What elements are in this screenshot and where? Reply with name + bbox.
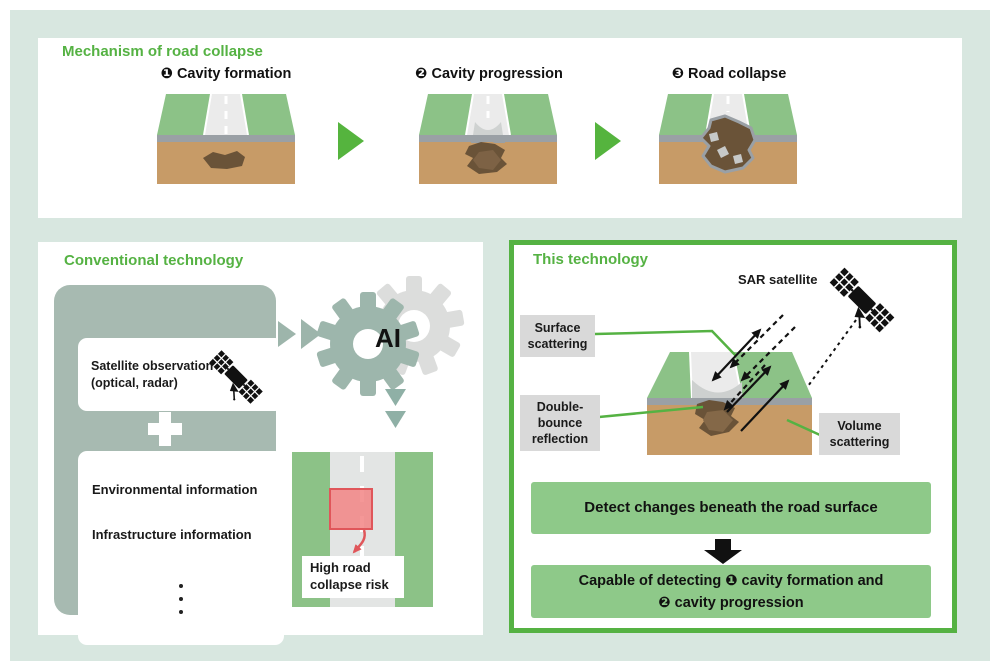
this-technology-panel: This technology SAR satellite	[509, 240, 957, 633]
road-illustration-cavity-formation	[157, 94, 295, 184]
satellite-box-line2: (optical, radar)	[91, 375, 178, 390]
information-box: Environmental information Infrastructure…	[78, 451, 284, 645]
plus-icon	[148, 412, 182, 446]
risk-label-line1: High road	[310, 560, 371, 575]
inputs-container: Satellite observation (optical, radar) E…	[54, 285, 284, 645]
surface-scattering-label: Surface scattering	[520, 315, 595, 357]
detect-changes-box: Detect changes beneath the road surface	[531, 482, 931, 534]
ellipsis-dots	[78, 584, 284, 614]
stage-arrow-icon	[595, 122, 621, 160]
risk-label: High road collapse risk	[302, 556, 404, 598]
road-cross-section	[647, 351, 812, 455]
double-label-line1: Double-	[536, 399, 584, 414]
chevron-down-icons	[385, 389, 406, 428]
road-illustration-cavity-progression	[419, 94, 557, 184]
stage-3-caption: ❸ Road collapse	[671, 66, 787, 82]
stage-1-caption: ❶ Cavity formation	[160, 66, 292, 82]
chevron-right-icons	[278, 319, 321, 349]
risk-label-line2: collapse risk	[310, 576, 389, 592]
mechanism-title: Mechanism of road collapse	[62, 43, 263, 60]
sar-satellite-label: SAR satellite	[738, 272, 818, 287]
road-illustration-road-collapse	[659, 94, 797, 184]
surface-label-line2: scattering	[527, 337, 588, 351]
capable-box-line1: Capable of detecting ❶ cavity formation …	[578, 573, 884, 589]
double-label-line3: reflection	[531, 432, 589, 447]
ai-label: AI	[375, 323, 401, 353]
mechanism-panel: Mechanism of road collapse ❶ Cavity form…	[38, 38, 962, 218]
capable-box: Capable of detecting ❶ cavity formation …	[531, 565, 931, 618]
sar-satellite-icon	[820, 266, 896, 342]
surface-label-line1: Surface	[534, 320, 581, 335]
volume-label-line1: Volume	[837, 418, 882, 433]
stage-2-caption: ❷ Cavity progression	[415, 66, 563, 82]
double-bounce-label: Double- bounce reflection	[520, 395, 600, 451]
radar-beam	[778, 319, 857, 427]
conventional-panel: Conventional technology Satellite observ…	[38, 242, 483, 645]
double-label-line2: bounce	[537, 415, 583, 430]
volume-label-line2: scattering	[829, 435, 890, 449]
risk-arrow	[352, 529, 366, 554]
stage-arrow-icon	[338, 122, 364, 160]
down-block-arrow-icon	[704, 539, 742, 564]
satellite-icon	[201, 349, 264, 412]
conventional-title: Conventional technology	[64, 252, 244, 269]
risk-square	[329, 488, 373, 530]
infrastructure-information: Infrastructure information	[92, 527, 252, 542]
volume-scattering-label: Volume scattering	[819, 413, 900, 455]
satellite-box-line1: Satellite observation	[91, 358, 214, 373]
sar-diagram	[594, 266, 896, 564]
ai-gears-icon	[316, 276, 465, 396]
environmental-information: Environmental information	[92, 482, 258, 497]
scattering-arrows	[711, 314, 796, 432]
capable-box-line2: ❷ cavity progression	[658, 595, 804, 612]
this-technology-title: This technology	[533, 251, 649, 268]
